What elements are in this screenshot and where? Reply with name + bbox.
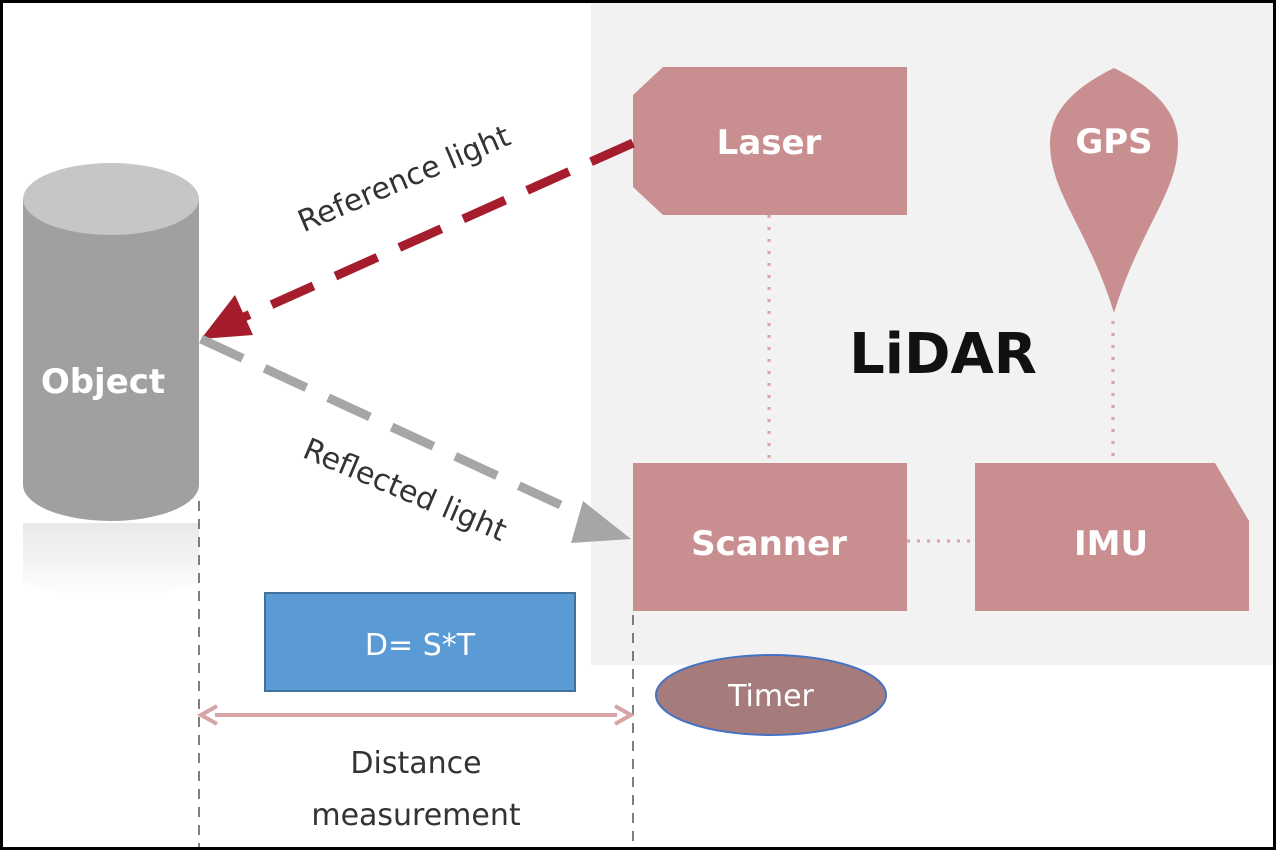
gps-label: GPS [1075,122,1152,162]
reflected-light-label: Reflected light [298,432,512,549]
distance-label-line-2: measurement [311,798,521,833]
scanner-shape [633,463,907,611]
object-cylinder: Object [23,163,199,598]
lidar-title: LiDAR [849,322,1037,387]
formula-box-shape [264,592,576,692]
reference-beam-line [233,138,635,326]
laser-label: Laser [717,123,822,163]
object-label: Object [41,362,165,402]
distance-arrow-left [196,704,218,726]
reference-light-label: Reference light [293,119,516,240]
object-top [23,163,199,235]
lidar-diagram: Laser GPS LiDAR Scanner IMU Object Refer… [23,3,1273,847]
object-reflection [23,523,199,598]
scanner-label: Scanner [691,524,847,564]
gps-component: GPS [1050,68,1178,313]
scanner-component: Scanner [633,463,907,611]
reflected-beam-arrowhead [571,501,631,543]
object-body [23,199,199,521]
distance-measurement-arrow [196,704,636,726]
gps-pin-shape [1050,68,1178,313]
formula-box: D= S*T [264,592,576,692]
imu-label: IMU [1074,524,1148,564]
timer-label: Timer [727,679,814,714]
reflected-beam-line [199,334,593,524]
reflected-light-beam [199,334,631,543]
timer-shape [655,654,887,736]
laser-shape [633,67,907,215]
reference-light-beam [201,138,635,339]
imu-component: IMU [975,463,1249,611]
distance-arrow-right [614,704,636,726]
distance-label-line-1: Distance [350,746,481,781]
imu-shape [975,463,1249,611]
formula-text: D= S*T [365,628,476,663]
reference-beam-arrowhead [201,295,253,339]
timer: Timer [655,654,887,736]
laser-component: Laser [633,67,907,215]
